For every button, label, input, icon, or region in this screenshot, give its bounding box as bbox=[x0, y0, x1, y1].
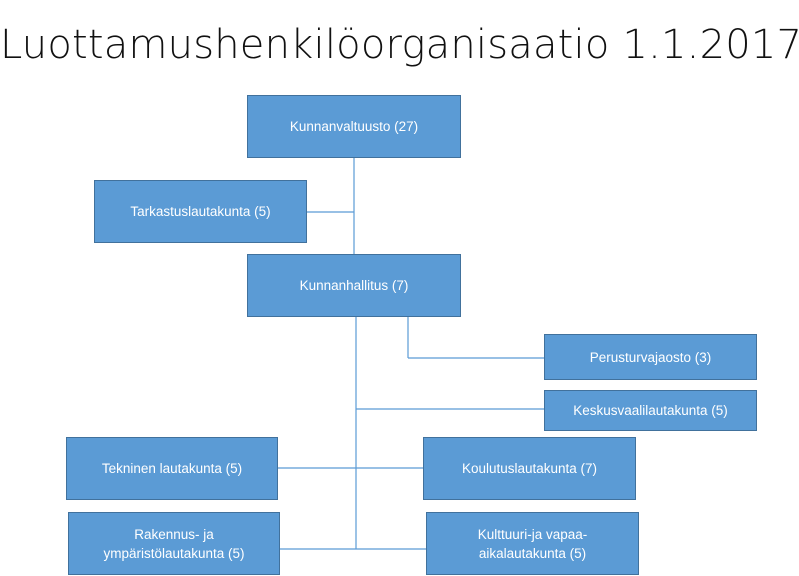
node-label: Tarkastuslautakunta (5) bbox=[130, 204, 271, 219]
node-label-line2: ympäristölautakunta (5) bbox=[103, 545, 245, 561]
node-label-group: Rakennus- ja ympäristölautakunta (5) bbox=[103, 525, 244, 563]
node-koulutuslautakunta: Koulutuslautakunta (7) bbox=[423, 437, 636, 500]
node-kunnanhallitus: Kunnanhallitus (7) bbox=[247, 254, 461, 317]
node-label: Tekninen lautakunta (5) bbox=[101, 461, 243, 476]
node-rakennus-ja-ymparistolautakunta: Rakennus- ja ympäristölautakunta (5) bbox=[68, 512, 280, 575]
node-label: Keskusvaalilautakunta (5) bbox=[573, 403, 728, 418]
diagram-title: Luottamushenkilöorganisaatio 1.1.2017 bbox=[0, 22, 799, 68]
node-tarkastuslautakunta: Tarkastuslautakunta (5) bbox=[94, 180, 307, 243]
node-label-line2: aikalautakunta (5) bbox=[478, 545, 587, 561]
node-kulttuuri-ja-vapaa-aikalautakunta: Kulttuuri-ja vapaa- aikalautakunta (5) bbox=[426, 512, 639, 575]
node-perusturvajaosto: Perusturvajaosto (3) bbox=[544, 334, 757, 380]
node-label-line1: Rakennus- ja bbox=[134, 526, 214, 542]
node-kunnanvaltuusto: Kunnanvaltuusto (27) bbox=[247, 95, 461, 158]
node-keskusvaalilautakunta: Keskusvaalilautakunta (5) bbox=[544, 390, 757, 431]
node-label: Perusturvajaosto (3) bbox=[589, 349, 712, 365]
node-label: Kunnanvaltuusto (27) bbox=[289, 119, 419, 134]
node-label: Koulutuslautakunta (7) bbox=[461, 461, 598, 476]
node-label-group: Kulttuuri-ja vapaa- aikalautakunta (5) bbox=[478, 525, 588, 563]
node-label-line1: Kulttuuri-ja vapaa- bbox=[477, 526, 588, 542]
node-label: Kunnanhallitus (7) bbox=[299, 278, 409, 293]
node-tekninen-lautakunta: Tekninen lautakunta (5) bbox=[66, 437, 278, 500]
